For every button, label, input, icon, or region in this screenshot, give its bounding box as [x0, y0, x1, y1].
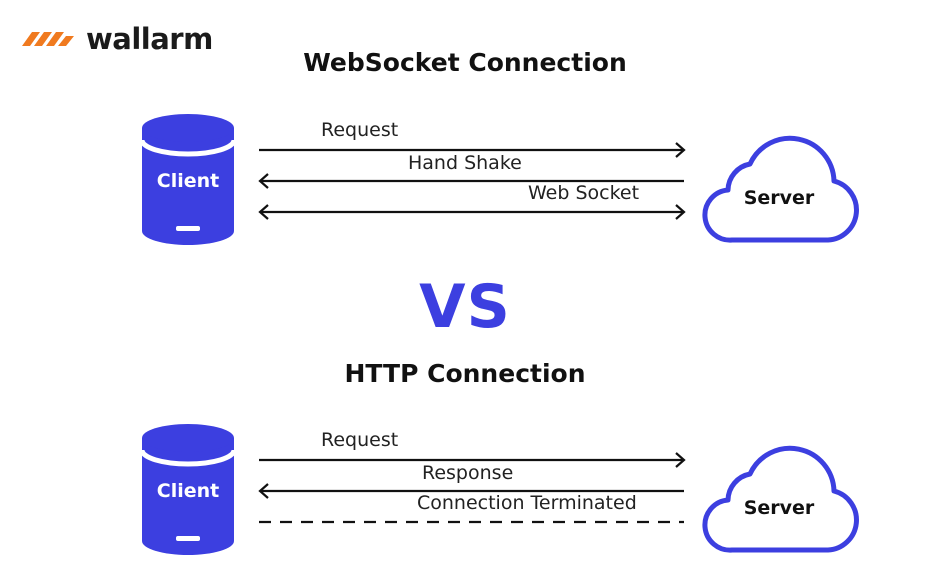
message-label: Hand Shake [408, 152, 522, 174]
http-diagram: Client Request Response Connection Termi… [0, 422, 930, 582]
message-label: Request [321, 119, 399, 141]
server-label: Server [743, 497, 815, 519]
server-cloud-icon [702, 445, 859, 553]
server-cloud-icon [702, 135, 859, 243]
message-label: Response [422, 462, 514, 484]
websocket-title: WebSocket Connection [303, 48, 627, 77]
wallarm-logo-icon [22, 32, 74, 46]
websocket-arrows [258, 142, 686, 220]
http-arrows [258, 452, 686, 524]
message-label: Connection Terminated [417, 492, 637, 514]
vs-label: VS [419, 272, 511, 342]
client-label: Client [156, 480, 220, 502]
wallarm-logo-text: wallarm [86, 22, 213, 56]
client-database-icon [140, 114, 236, 245]
server-label: Server [743, 187, 815, 209]
message-label: Web Socket [528, 182, 640, 204]
http-title: HTTP Connection [344, 359, 586, 388]
message-label: Request [321, 429, 399, 451]
websocket-diagram: Client Request Hand Shake Web Socket Ser… [0, 112, 930, 272]
wallarm-logo: wallarm [20, 22, 213, 56]
client-database-icon [140, 424, 236, 555]
client-label: Client [156, 170, 220, 192]
